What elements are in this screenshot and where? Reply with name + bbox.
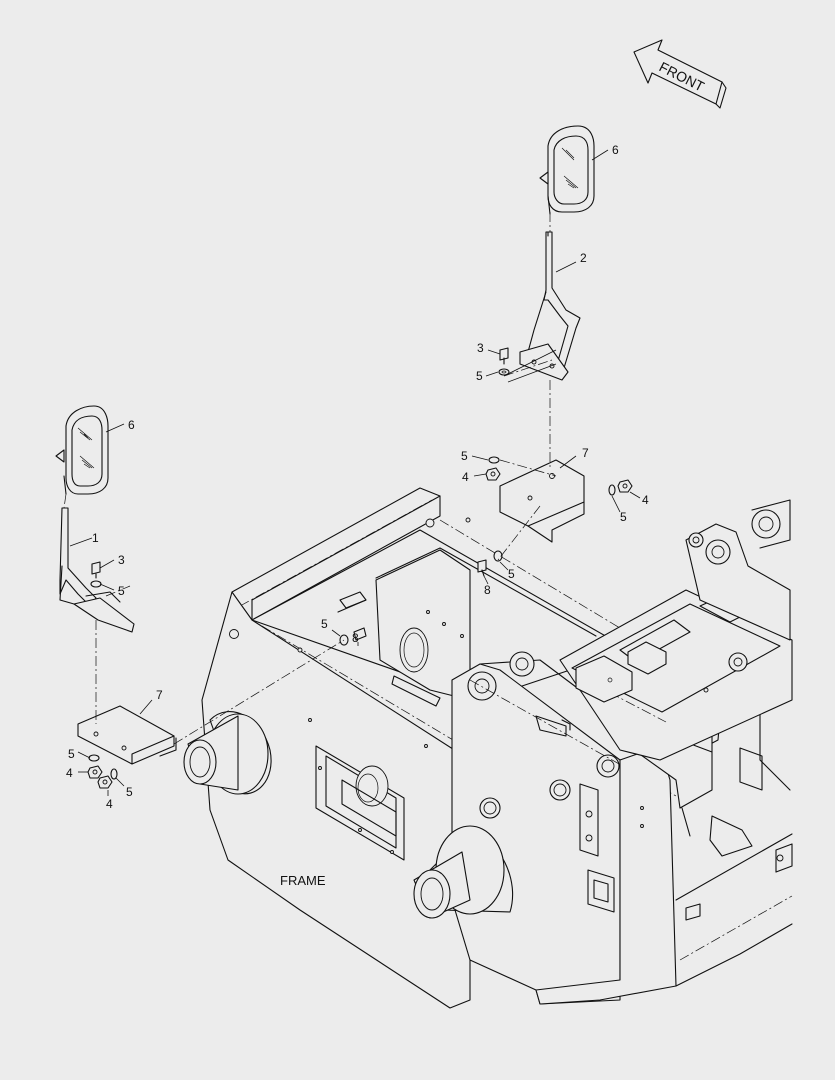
mirror-mount-plate-right (499, 459, 585, 543)
callout-labels: 6 2 3 5 5 4 7 4 5 5 8 5 8 6 1 3 5 7 5 4 … (66, 143, 649, 888)
front-direction-arrow: FRONT (633, 39, 727, 109)
callout-4-left-plate: 4 (66, 766, 73, 780)
mirror-left (55, 405, 109, 495)
assembly-center-lines (63, 212, 557, 745)
axle-housing-left (183, 711, 272, 795)
callout-6-left: 6 (128, 418, 135, 432)
callout-5-right-plate: 5 (461, 449, 468, 463)
mirror-mount-plate-left (77, 705, 177, 765)
callout-8-frame: 8 (352, 631, 359, 645)
callout-5-right-bracket: 5 (476, 369, 483, 383)
callout-2: 2 (580, 251, 587, 265)
callout-5-left-bracket: 5 (118, 584, 125, 598)
callout-6-right: 6 (612, 143, 619, 157)
frame-label: FRAME (280, 873, 326, 888)
callout-3-right: 3 (477, 341, 484, 355)
callout-7-right: 7 (582, 446, 589, 460)
callout-4-right-side: 4 (642, 493, 649, 507)
callout-5-left-lower: 5 (126, 785, 133, 799)
callout-4-right-plate: 4 (462, 470, 469, 484)
machine-frame (183, 487, 793, 1009)
hardware-parts (87, 347, 633, 789)
callout-5-frame: 5 (321, 617, 328, 631)
axle-housing-right (413, 825, 514, 919)
callout-5-right-side: 5 (620, 510, 627, 524)
mirror-bracket-left (59, 507, 135, 633)
callout-7-left: 7 (156, 688, 163, 702)
mirror-bracket-right (519, 231, 581, 381)
callout-4-left-lower: 4 (106, 797, 113, 811)
mirror-right (539, 125, 595, 215)
callout-5-left-plate: 5 (68, 747, 75, 761)
callout-8-right: 8 (484, 583, 491, 597)
frame-access-plate (315, 745, 405, 861)
callout-1: 1 (92, 531, 99, 545)
callout-5-lower-right: 5 (508, 567, 515, 581)
callout-leaders (69, 149, 641, 796)
callout-3-left: 3 (118, 553, 125, 567)
